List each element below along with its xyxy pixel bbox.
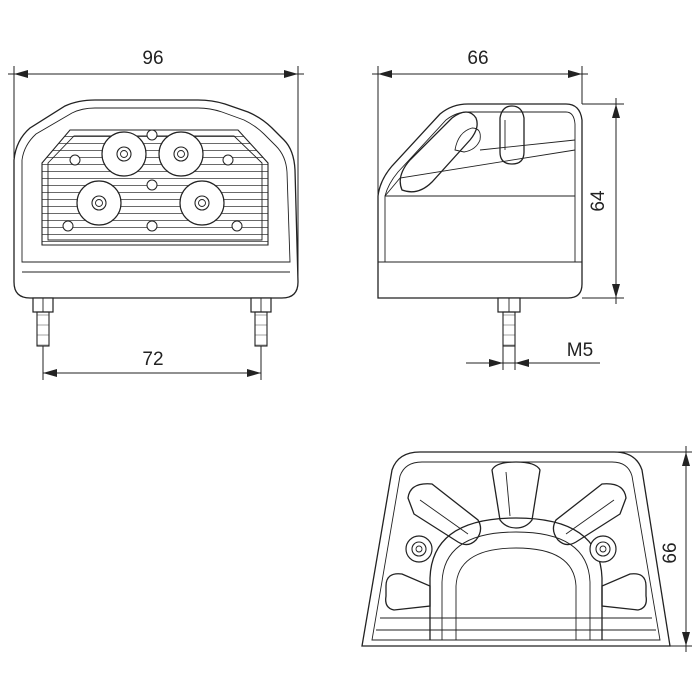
lens-dots: [62, 129, 243, 232]
front-view: 96 72: [8, 48, 304, 380]
side-view: 66 64 M5: [372, 48, 624, 370]
led-top-left: [101, 131, 147, 177]
dim-bolt-spacing: 72: [142, 349, 163, 370]
rear-bolt-right: [589, 535, 617, 563]
dim-front-width: 96: [142, 48, 163, 69]
dim-thread: M5: [567, 340, 593, 361]
dim-side-width: 66: [467, 48, 488, 69]
rear-bolt-left: [405, 535, 433, 563]
led-bottom-right: [179, 180, 225, 226]
stud-left: [32, 297, 54, 347]
led-top-right: [158, 131, 204, 177]
rear-view: 66: [361, 446, 692, 652]
led-bottom-left: [76, 180, 122, 226]
stud-side: [497, 297, 521, 347]
dim-side-height: 64: [588, 190, 609, 212]
stud-right: [250, 297, 272, 347]
dim-rear-height: 66: [660, 542, 681, 563]
